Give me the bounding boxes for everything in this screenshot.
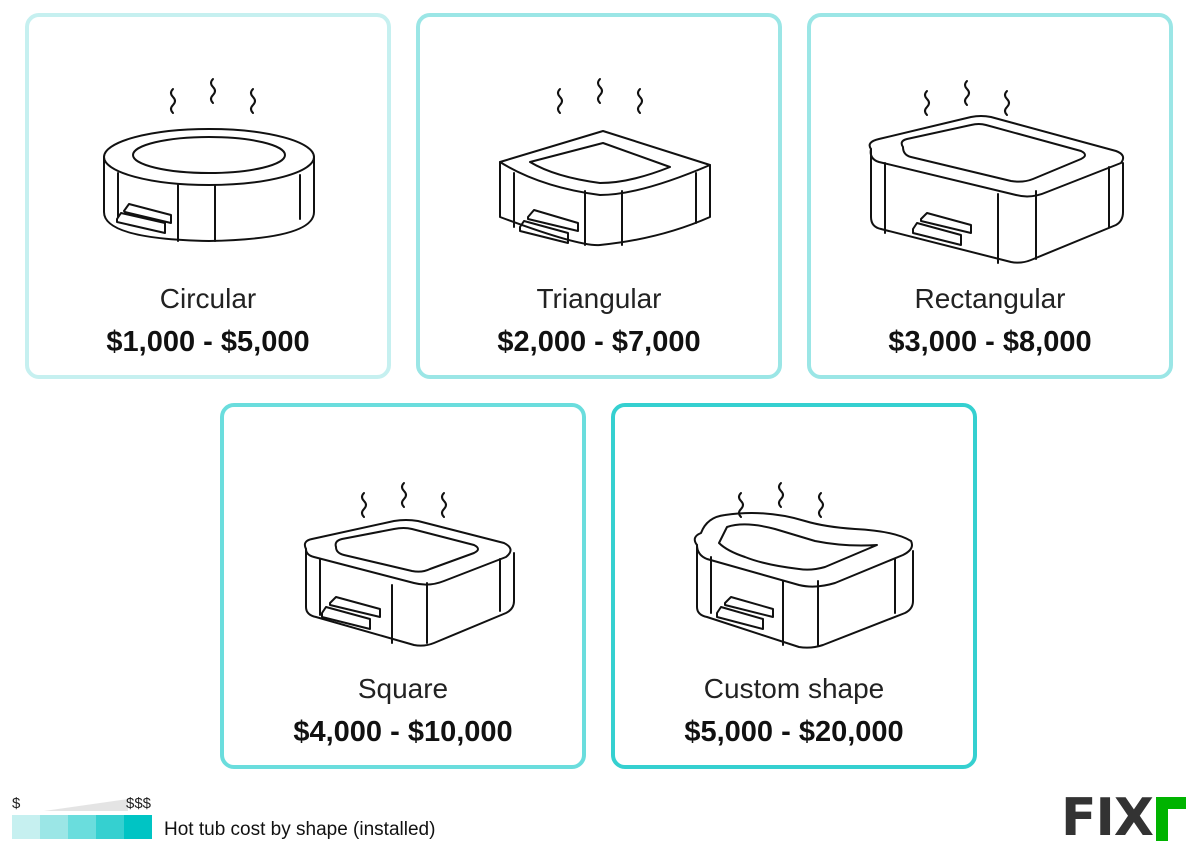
- legend-low-label: $: [12, 795, 21, 812]
- cost-scale-bar: [12, 815, 152, 839]
- card-rectangular: Rectangular $3,000 - $8,000: [807, 13, 1173, 379]
- scale-step-4: [96, 815, 124, 839]
- square-hot-tub-icon: [303, 482, 515, 647]
- shape-name: Circular: [159, 283, 257, 314]
- legend-caption: Hot tub cost by shape (installed): [164, 819, 436, 840]
- scale-step-5: [124, 815, 152, 839]
- card-circular: Circular $1,000 - $5,000: [25, 13, 391, 379]
- shape-name: Custom shape: [703, 673, 885, 704]
- shape-name: Rectangular: [914, 283, 1066, 314]
- scale-step-3: [68, 815, 96, 839]
- fixr-logo: FIX: [1061, 788, 1186, 848]
- price-range: $1,000 - $5,000: [106, 326, 310, 358]
- shape-name: Square: [357, 673, 449, 704]
- card-custom-shape: Custom shape $5,000 - $20,000: [611, 403, 977, 769]
- price-range: $5,000 - $20,000: [684, 716, 904, 748]
- rectangular-hot-tub-icon: [868, 80, 1125, 264]
- custom-shape-hot-tub-icon: [693, 482, 914, 649]
- logo-r-icon: [1156, 797, 1186, 841]
- cost-scale-wedge-icon: [44, 799, 128, 811]
- legend-high-label: $$$: [126, 795, 152, 812]
- scale-step-2: [40, 815, 68, 839]
- price-range: $3,000 - $8,000: [888, 326, 1092, 358]
- price-range: $2,000 - $7,000: [497, 326, 701, 358]
- triangular-hot-tub-icon: [499, 78, 711, 247]
- logo-text: FIX: [1061, 788, 1154, 848]
- price-range: $4,000 - $10,000: [293, 716, 513, 748]
- circular-hot-tub-icon: [103, 78, 315, 242]
- scale-step-1: [12, 815, 40, 839]
- shape-name: Triangular: [536, 283, 662, 314]
- card-square: Square $4,000 - $10,000: [220, 403, 586, 769]
- card-triangular: Triangular $2,000 - $7,000: [416, 13, 782, 379]
